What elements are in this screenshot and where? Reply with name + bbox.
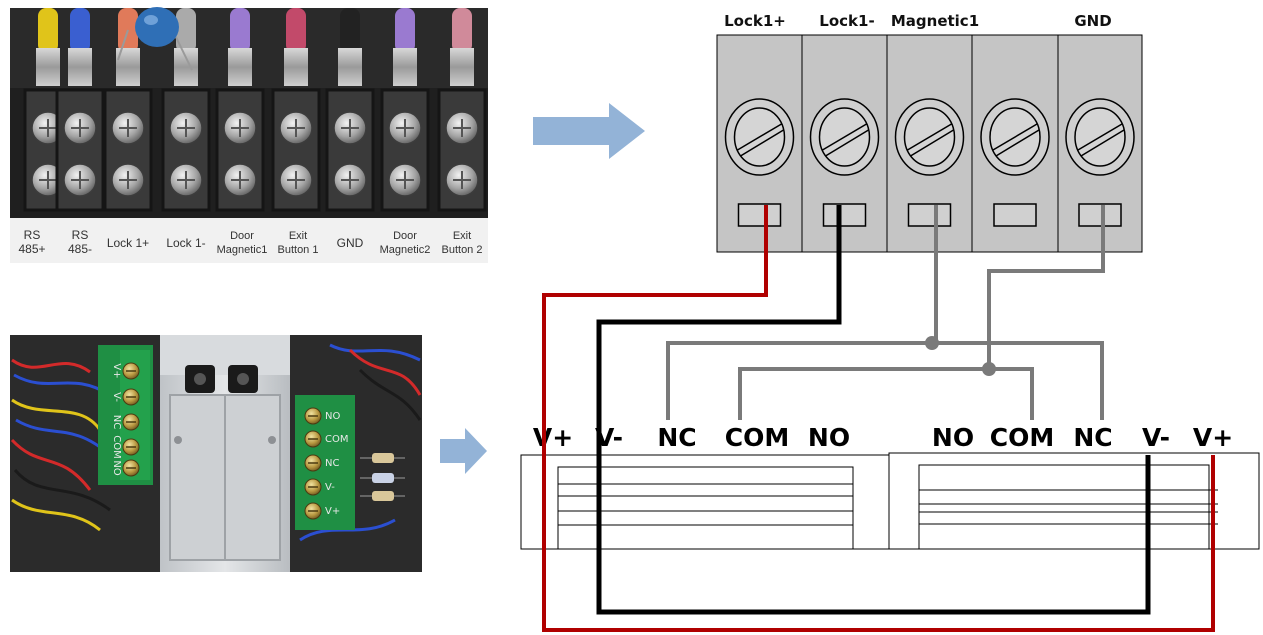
terminal-block-label: Magnetic1: [891, 12, 979, 30]
wiring: [542, 205, 1215, 632]
gray-wire-magnetic1: [666, 205, 938, 420]
capacitor-component: [117, 7, 193, 71]
terminal-photo-label: Lock 1-: [166, 236, 205, 250]
terminal-block-cell: [716, 34, 803, 253]
black-wire-lock-minus: [596, 205, 1151, 615]
lock-terminal-label-right: NO: [932, 423, 974, 452]
terminal-column: [380, 8, 430, 212]
lock-terminal-label-left: COM: [725, 423, 789, 452]
terminal-block-cell: [1057, 34, 1143, 253]
terminal-column: [215, 8, 265, 212]
gray-wire-nc-right: [936, 341, 1104, 420]
lock-terminal-label-right: V+: [1193, 423, 1233, 452]
lock-left-module-label: V-: [111, 392, 122, 402]
terminal-column: [325, 8, 375, 212]
terminal-block-cell: [801, 34, 888, 253]
lock-right-module-label: V+: [325, 506, 340, 517]
terminal-block-label: GND: [1074, 12, 1111, 30]
terminal-column: [161, 8, 211, 212]
lock-terminal-label-left: NC: [657, 423, 696, 452]
gray-wire-com-right: [989, 367, 1034, 420]
lock-terminal-label-left: V+: [533, 423, 573, 452]
lock-terminal-label-right: NC: [1073, 423, 1112, 452]
terminal-block-label: Lock1+: [724, 12, 786, 30]
wire-junction: [982, 362, 996, 376]
terminal-column: [55, 8, 105, 212]
lock-terminal-label-left: NO: [808, 423, 850, 452]
lock-terminal-label-right: COM: [990, 423, 1054, 452]
lock-left-module-label: COM: [111, 435, 122, 458]
terminal-photo-label: Lock 1+: [107, 236, 149, 250]
terminal-block-cell: [971, 34, 1059, 253]
lock-right-module-label: COM: [325, 434, 348, 445]
terminal-column: [271, 8, 321, 212]
lock-left-module-label: NO: [111, 460, 122, 475]
terminal-column: [103, 8, 153, 212]
magnetic-lock-photo: V+ V- NC COM NO NO COM NC V- V+: [10, 335, 422, 572]
terminal-block: [716, 34, 1143, 253]
arrow-right-icon: [440, 428, 487, 474]
lock-left-module-label: V+: [111, 363, 122, 378]
red-wire-lock-plus: [542, 205, 1215, 632]
lock-right-module-label: NC: [325, 458, 339, 469]
arrow-right-icon: [533, 103, 645, 159]
lock-terminal-label-right: V-: [1142, 423, 1170, 452]
lock-left-module-label: NC: [111, 415, 122, 429]
lock-right-module-label: NO: [325, 411, 340, 422]
terminal-column: [437, 8, 487, 212]
terminal-block-label: Lock1-: [819, 12, 874, 30]
wire-junction: [925, 336, 939, 350]
lock-right-module-label: V-: [325, 482, 335, 493]
magnetic-lock-body: [520, 452, 1260, 550]
terminal-photo-label: GND: [337, 236, 364, 250]
terminal-block-cell: [886, 34, 973, 253]
gray-wire-gnd: [738, 205, 1105, 420]
